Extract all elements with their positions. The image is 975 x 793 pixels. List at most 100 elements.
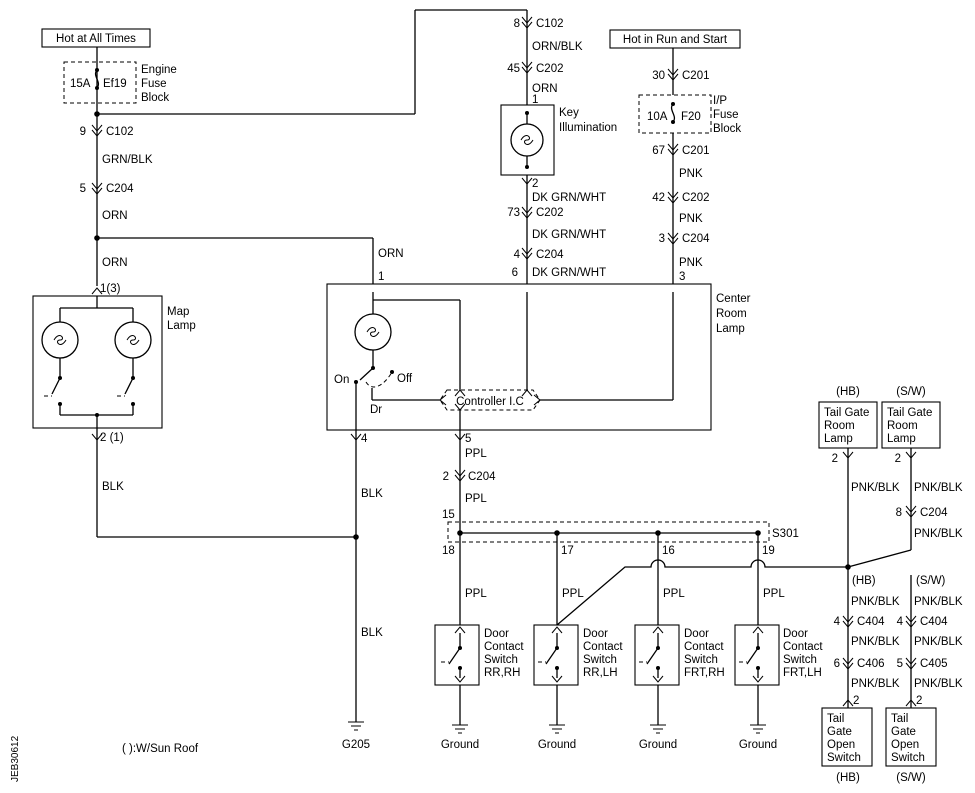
pin-label: 4 bbox=[361, 433, 368, 445]
pin-label: 2 (1) bbox=[100, 432, 124, 444]
connector-labels: 9 C102 GRN/BLK 5 C204 ORN ORN 1(3) 2 (1)… bbox=[80, 18, 963, 707]
tail-gate-lamp-sw-label-2: Room bbox=[887, 420, 918, 432]
wire-label: DK GRN/WHT bbox=[532, 192, 606, 204]
wire-label: PNK bbox=[679, 257, 703, 269]
map-lamp-label-2: Lamp bbox=[167, 320, 196, 332]
connector-label: C202 bbox=[536, 207, 564, 219]
key-illumination-label-2: Illumination bbox=[559, 122, 617, 134]
pin-label: 4 bbox=[834, 616, 841, 628]
wire-label: DK GRN/WHT bbox=[532, 229, 606, 241]
g205-label: G205 bbox=[342, 739, 370, 751]
connector-label: C102 bbox=[536, 18, 564, 30]
wire-label: ORN bbox=[378, 248, 404, 260]
center-room-lamp-label-2: Room bbox=[716, 308, 747, 320]
door-switch-4-label-2: Contact bbox=[783, 641, 823, 653]
ip-fuse-label-3: Block bbox=[713, 123, 741, 135]
wire-label: ORN bbox=[532, 83, 558, 95]
wire-label: PNK/BLK bbox=[851, 678, 900, 690]
connector-label: C201 bbox=[682, 145, 710, 157]
pin-label: 2 bbox=[895, 453, 901, 465]
tail-gate-lamp-hb-label-2: Room bbox=[824, 420, 855, 432]
wire-label: DK GRN/WHT bbox=[532, 267, 606, 279]
tg-switch-hb-label-2: Gate bbox=[827, 726, 852, 738]
pin-label: 2 bbox=[832, 453, 838, 465]
connector-label: C405 bbox=[920, 658, 948, 670]
wire-label: BLK bbox=[361, 488, 383, 500]
tail-gate-lamp-sw-label-3: Lamp bbox=[887, 433, 916, 445]
door-switch-4-label-3: Switch bbox=[783, 654, 817, 666]
tail-gate-lamp-hb-tag: (HB) bbox=[836, 386, 860, 398]
door-switch-rr-lh bbox=[533, 624, 579, 686]
connector-label: C204 bbox=[682, 233, 710, 245]
pin-label: 19 bbox=[762, 545, 775, 557]
tg-switch-hb-label-3: Open bbox=[827, 739, 855, 751]
wire-label: PPL bbox=[663, 588, 685, 600]
wire-label: PPL bbox=[465, 588, 487, 600]
tail-gate-lamp-sw-tag: (S/W) bbox=[896, 386, 926, 398]
pin-label: 2 bbox=[916, 695, 922, 707]
tail-gate-open-switches: Tail Gate Open Switch (HB) Tail Gate Ope… bbox=[821, 707, 937, 784]
engine-fuse-label-2: Fuse bbox=[141, 78, 167, 90]
ground-label-2: Ground bbox=[538, 739, 576, 751]
ip-fuse-label-2: Fuse bbox=[713, 109, 739, 121]
door-switches: Door Contact Switch RR,RH Door Contact S… bbox=[434, 624, 823, 686]
door-switch-1-label-3: Switch bbox=[484, 654, 518, 666]
ground-symbols: G205 Ground Ground Ground Ground bbox=[342, 721, 777, 751]
tg-switch-sw-label-2: Gate bbox=[891, 726, 916, 738]
key-illumination-label-1: Key bbox=[559, 107, 579, 119]
door-switch-3-label-1: Door bbox=[684, 628, 709, 640]
tail-gate-lamp-hb-label-3: Lamp bbox=[824, 433, 853, 445]
pin-label: 2 bbox=[532, 178, 538, 190]
switch-off-label: Off bbox=[397, 373, 413, 385]
splice-s301: S301 bbox=[447, 521, 799, 543]
tg-switch-sw-tag: (S/W) bbox=[896, 772, 926, 784]
pin-label: 17 bbox=[561, 545, 574, 557]
tg-switch-hb-label-4: Switch bbox=[827, 752, 861, 764]
connector-label: C201 bbox=[682, 70, 710, 82]
junction-dots bbox=[94, 111, 851, 570]
wire-label: PNK/BLK bbox=[914, 596, 963, 608]
connector-label: C102 bbox=[106, 126, 134, 138]
door-switch-frt-rh bbox=[634, 624, 680, 686]
connector-label: C404 bbox=[857, 616, 885, 628]
tg-switch-sw-label-3: Open bbox=[891, 739, 919, 751]
pin-label: 30 bbox=[652, 70, 665, 82]
hot-always-label: Hot at All Times bbox=[56, 33, 136, 45]
door-switch-2-location: RR,LH bbox=[583, 667, 618, 679]
door-switch-4-location: FRT,LH bbox=[783, 667, 822, 679]
door-switch-frt-lh bbox=[734, 624, 780, 686]
ip-fuse-label-1: I/P bbox=[713, 95, 727, 107]
pin-label: 3 bbox=[679, 271, 685, 283]
ef19-name: Ef19 bbox=[103, 78, 127, 90]
connector-label: C204 bbox=[536, 249, 564, 261]
engine-fuse-block: 15A Ef19 Engine Fuse Block bbox=[63, 61, 177, 104]
connector-label: C204 bbox=[106, 183, 134, 195]
pin-label: 5 bbox=[897, 658, 903, 670]
door-switch-rr-rh bbox=[434, 624, 480, 686]
door-switch-3-location: FRT,RH bbox=[684, 667, 725, 679]
tail-gate-lamp-hb-label-1: Tail Gate bbox=[824, 407, 869, 419]
pin-label: 6 bbox=[834, 658, 840, 670]
f20-name: F20 bbox=[681, 111, 701, 123]
pin-label: 45 bbox=[507, 63, 520, 75]
wire-label: GRN/BLK bbox=[102, 154, 153, 166]
wire-label: PNK/BLK bbox=[851, 636, 900, 648]
door-switch-2-label-1: Door bbox=[583, 628, 608, 640]
wires bbox=[96, 9, 912, 725]
wire-label: PPL bbox=[465, 493, 487, 505]
ground-label-4: Ground bbox=[739, 739, 777, 751]
engine-fuse-label-3: Block bbox=[141, 92, 169, 104]
pin-label: 5 bbox=[80, 183, 86, 195]
wire-label: PNK/BLK bbox=[851, 482, 900, 494]
connector-label: C406 bbox=[857, 658, 885, 670]
sun-roof-note: ( ):W/Sun Roof bbox=[122, 743, 199, 755]
pin-label: 5 bbox=[465, 433, 471, 445]
branch-hb-label: (HB) bbox=[852, 575, 876, 587]
pin-label: 73 bbox=[507, 207, 520, 219]
pin-label: 16 bbox=[662, 545, 675, 557]
ef19-rating: 15A bbox=[70, 78, 91, 90]
connector-label: C202 bbox=[536, 63, 564, 75]
wire-label: PNK/BLK bbox=[914, 482, 963, 494]
